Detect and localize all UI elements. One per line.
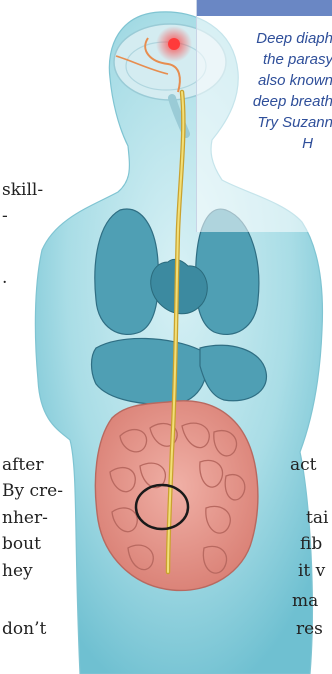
callout-line-6: H bbox=[196, 133, 332, 154]
right-text-line-d: it v bbox=[298, 560, 325, 582]
right-text-line-c: fib bbox=[300, 533, 322, 555]
callout-line-3: also known bbox=[196, 70, 332, 91]
right-text-line-f: res bbox=[296, 618, 323, 640]
right-text-line-e: ma bbox=[292, 590, 318, 612]
callout-line-4: deep breath bbox=[196, 91, 332, 112]
left-lung bbox=[95, 209, 159, 334]
liver bbox=[92, 338, 207, 404]
left-text-line-a: skill- bbox=[2, 179, 43, 201]
right-text-line-a: act bbox=[290, 454, 317, 476]
right-text-line-b: tai bbox=[306, 507, 328, 529]
callout-line-1: Deep diaph bbox=[196, 28, 332, 49]
left-text-line-c: . bbox=[2, 267, 7, 289]
left-text-line-b: - bbox=[2, 205, 8, 227]
left-text-line-d: after bbox=[2, 454, 43, 476]
callout-line-2: the parasy bbox=[196, 49, 332, 70]
brain-glow-core bbox=[168, 38, 180, 50]
callout-line-5: Try Suzann bbox=[196, 112, 332, 133]
left-text-line-i: don’t bbox=[2, 618, 46, 640]
left-text-line-g: bout bbox=[2, 533, 41, 555]
left-text-line-f: nher- bbox=[2, 507, 48, 529]
callout-accent-bar bbox=[197, 0, 332, 16]
left-text-line-e: By cre- bbox=[2, 480, 63, 502]
intestines bbox=[95, 401, 258, 591]
callout-text: Deep diaph the parasy also known deep br… bbox=[196, 28, 332, 154]
left-text-line-h: hey bbox=[2, 560, 33, 582]
callout-box: Deep diaph the parasy also known deep br… bbox=[196, 0, 332, 232]
